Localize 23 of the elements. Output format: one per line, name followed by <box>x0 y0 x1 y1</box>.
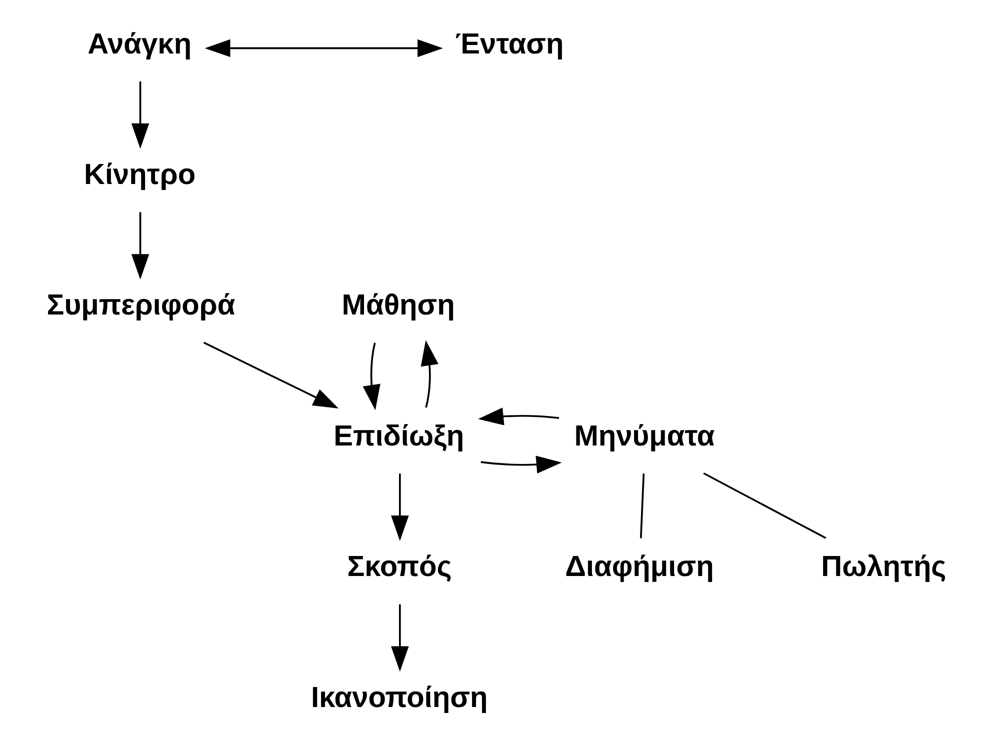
node-text: Μηνύματα <box>574 420 715 452</box>
arrow <box>478 408 560 426</box>
arrow <box>480 456 562 474</box>
node-text: Σκοπός <box>347 551 452 584</box>
node-text: Ένταση <box>455 28 564 60</box>
arrow <box>362 342 380 410</box>
arrow <box>203 342 339 409</box>
node-text: Επιδίωξη <box>334 420 464 452</box>
arrow <box>131 212 150 280</box>
node-text: Πωλητής <box>821 551 946 584</box>
connector <box>640 474 645 538</box>
node-text: Μάθηση <box>342 290 455 322</box>
node-text: Συμπεριφορά <box>46 290 236 322</box>
arrow <box>391 604 409 672</box>
node-text: Ανάγκη <box>88 28 192 60</box>
arrow <box>391 474 409 541</box>
node-text: Κίνητρο <box>84 159 196 192</box>
arrow <box>420 340 438 408</box>
node-text: Ικανοποίηση <box>310 682 488 714</box>
arrow <box>204 39 443 58</box>
node-text: Διαφήμιση <box>565 551 714 584</box>
connector <box>703 472 826 539</box>
arrow <box>131 81 150 149</box>
